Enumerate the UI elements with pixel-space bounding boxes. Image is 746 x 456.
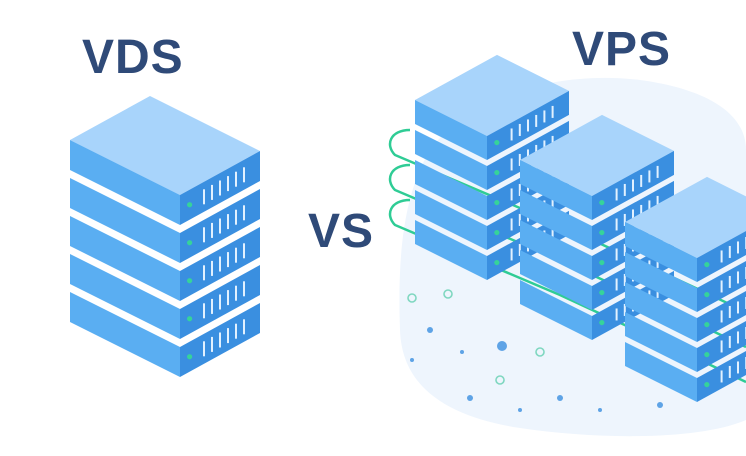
status-led-icon	[494, 199, 500, 206]
dot	[657, 402, 663, 408]
dot	[410, 358, 414, 362]
status-led-icon	[704, 351, 710, 358]
dot	[443, 289, 453, 299]
status-led-icon	[187, 354, 193, 360]
status-led-icon	[187, 278, 193, 284]
dot	[557, 395, 563, 401]
server-unit	[625, 312, 746, 372]
server-unit	[520, 114, 674, 220]
dot	[598, 408, 602, 412]
vps-label: VPS	[572, 23, 672, 76]
server-unit	[625, 342, 746, 402]
status-led-icon	[494, 139, 500, 146]
server-unit	[70, 96, 260, 225]
server-unit	[70, 292, 260, 377]
dot	[407, 293, 417, 303]
server-unit	[70, 178, 260, 263]
status-led-icon	[494, 259, 500, 266]
network-cable	[388, 198, 746, 384]
status-led-icon	[599, 199, 605, 206]
status-led-icon	[599, 319, 605, 326]
status-led-icon	[187, 240, 193, 246]
dot	[495, 375, 505, 385]
status-led-icon	[704, 261, 710, 268]
server-unit	[625, 176, 746, 282]
versus-label: VS	[308, 205, 375, 258]
decorative-dots	[407, 289, 663, 412]
dot	[518, 408, 522, 412]
dedicated-server-icon	[70, 96, 260, 377]
server-unit	[70, 216, 260, 301]
dot	[427, 327, 433, 333]
status-led-icon	[599, 229, 605, 236]
status-led-icon	[494, 229, 500, 236]
dot	[535, 347, 545, 357]
dot	[467, 395, 473, 401]
status-led-icon	[187, 202, 193, 208]
status-led-icon	[599, 259, 605, 266]
server-stack	[625, 176, 746, 402]
status-led-icon	[704, 381, 710, 388]
vds-label: VDS	[82, 31, 184, 84]
server-unit	[520, 180, 674, 250]
server-unit	[415, 54, 569, 160]
status-led-icon	[187, 316, 193, 322]
virtual-server-cluster-icon	[415, 54, 746, 402]
status-led-icon	[494, 169, 500, 176]
dot	[497, 341, 507, 351]
server-unit	[625, 252, 746, 312]
status-led-icon	[704, 291, 710, 298]
server-unit	[625, 282, 746, 342]
status-led-icon	[704, 321, 710, 328]
server-unit	[70, 254, 260, 339]
status-led-icon	[599, 289, 605, 296]
dot	[460, 350, 464, 354]
